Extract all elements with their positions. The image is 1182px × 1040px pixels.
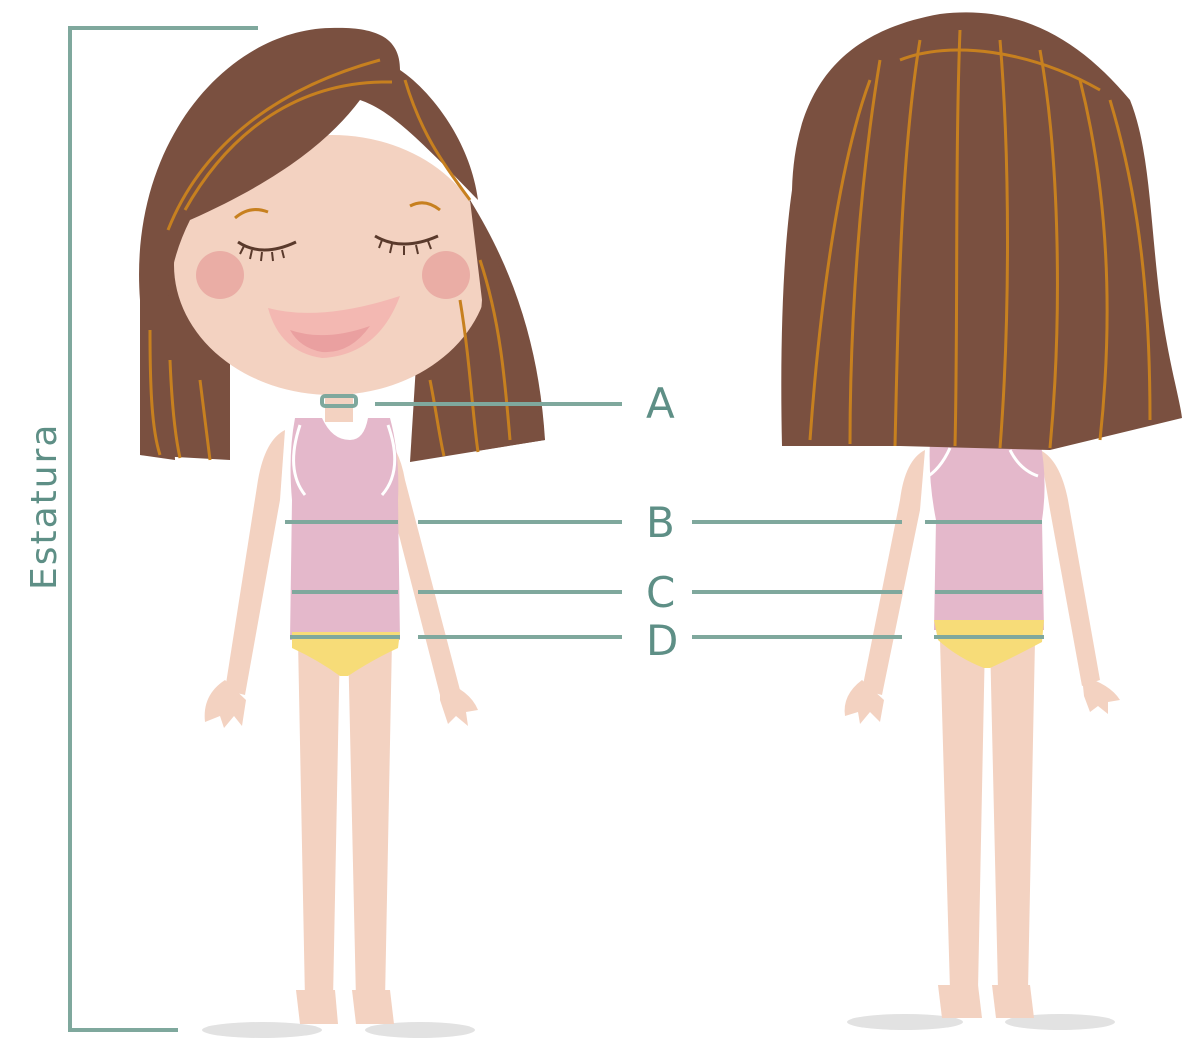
front-figure xyxy=(139,28,545,1038)
front-leg-left xyxy=(298,640,340,1009)
label-a: A xyxy=(646,379,675,428)
left-cheek xyxy=(196,251,244,299)
label-c: C xyxy=(646,568,675,617)
front-tank-top xyxy=(290,418,400,640)
back-tank-top xyxy=(930,440,1045,630)
height-label: Estatura xyxy=(24,423,65,590)
label-d: D xyxy=(646,616,678,665)
front-arm-left xyxy=(225,430,285,695)
label-b: B xyxy=(646,498,675,547)
back-hair xyxy=(781,12,1182,450)
front-leg-right xyxy=(348,640,392,1009)
front-shadow-left xyxy=(202,1022,322,1038)
right-cheek xyxy=(422,251,470,299)
front-shadow-right xyxy=(365,1022,475,1038)
